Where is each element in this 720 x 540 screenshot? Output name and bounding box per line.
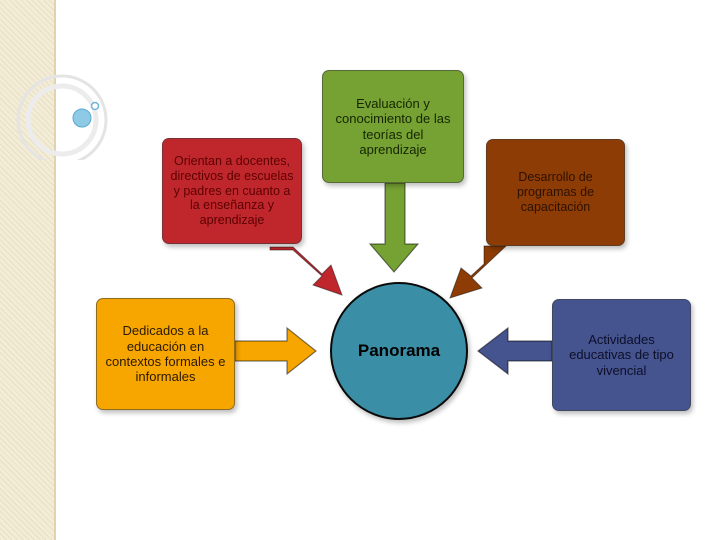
node-actividades: Actividades educativas de tipo vivencial xyxy=(552,299,691,411)
arrow-orientan-to-panorama xyxy=(269,246,343,296)
arrow-desarrollo-to-panorama xyxy=(449,245,508,299)
node-actividades-label: Actividades educativas de tipo vivencial xyxy=(569,332,674,378)
decorative-divider xyxy=(54,0,56,540)
node-evaluacion: Evaluación y conocimiento de las teorías… xyxy=(322,70,464,183)
arrow-actividades-to-panorama xyxy=(477,326,553,376)
node-evaluacion-label: Evaluación y conocimiento de las teorías… xyxy=(335,95,451,157)
node-desarrollo: Desarrollo de programas de capacitación xyxy=(486,139,625,246)
decorative-circles xyxy=(16,74,108,160)
node-dedicados: Dedicados a la educación en contextos fo… xyxy=(96,298,235,410)
node-dedicados-label: Dedicados a la educación en contextos fo… xyxy=(105,323,226,385)
node-desarrollo-label: Desarrollo de programas de capacitación xyxy=(516,170,595,214)
decor-dot-large xyxy=(72,108,92,128)
arrow-evaluacion-to-panorama xyxy=(368,182,420,273)
center-node-label: Panorama xyxy=(357,341,441,360)
center-node-panorama: Panorama xyxy=(330,282,468,420)
decor-dot-small xyxy=(90,101,100,111)
arrow-dedicados-to-panorama xyxy=(234,326,317,376)
node-orientan-label: Orientan a docentes, directivos de escue… xyxy=(170,154,294,228)
decor-ring-inner xyxy=(25,83,99,157)
decor-ring-large xyxy=(16,74,108,160)
node-orientan: Orientan a docentes, directivos de escue… xyxy=(162,138,302,244)
